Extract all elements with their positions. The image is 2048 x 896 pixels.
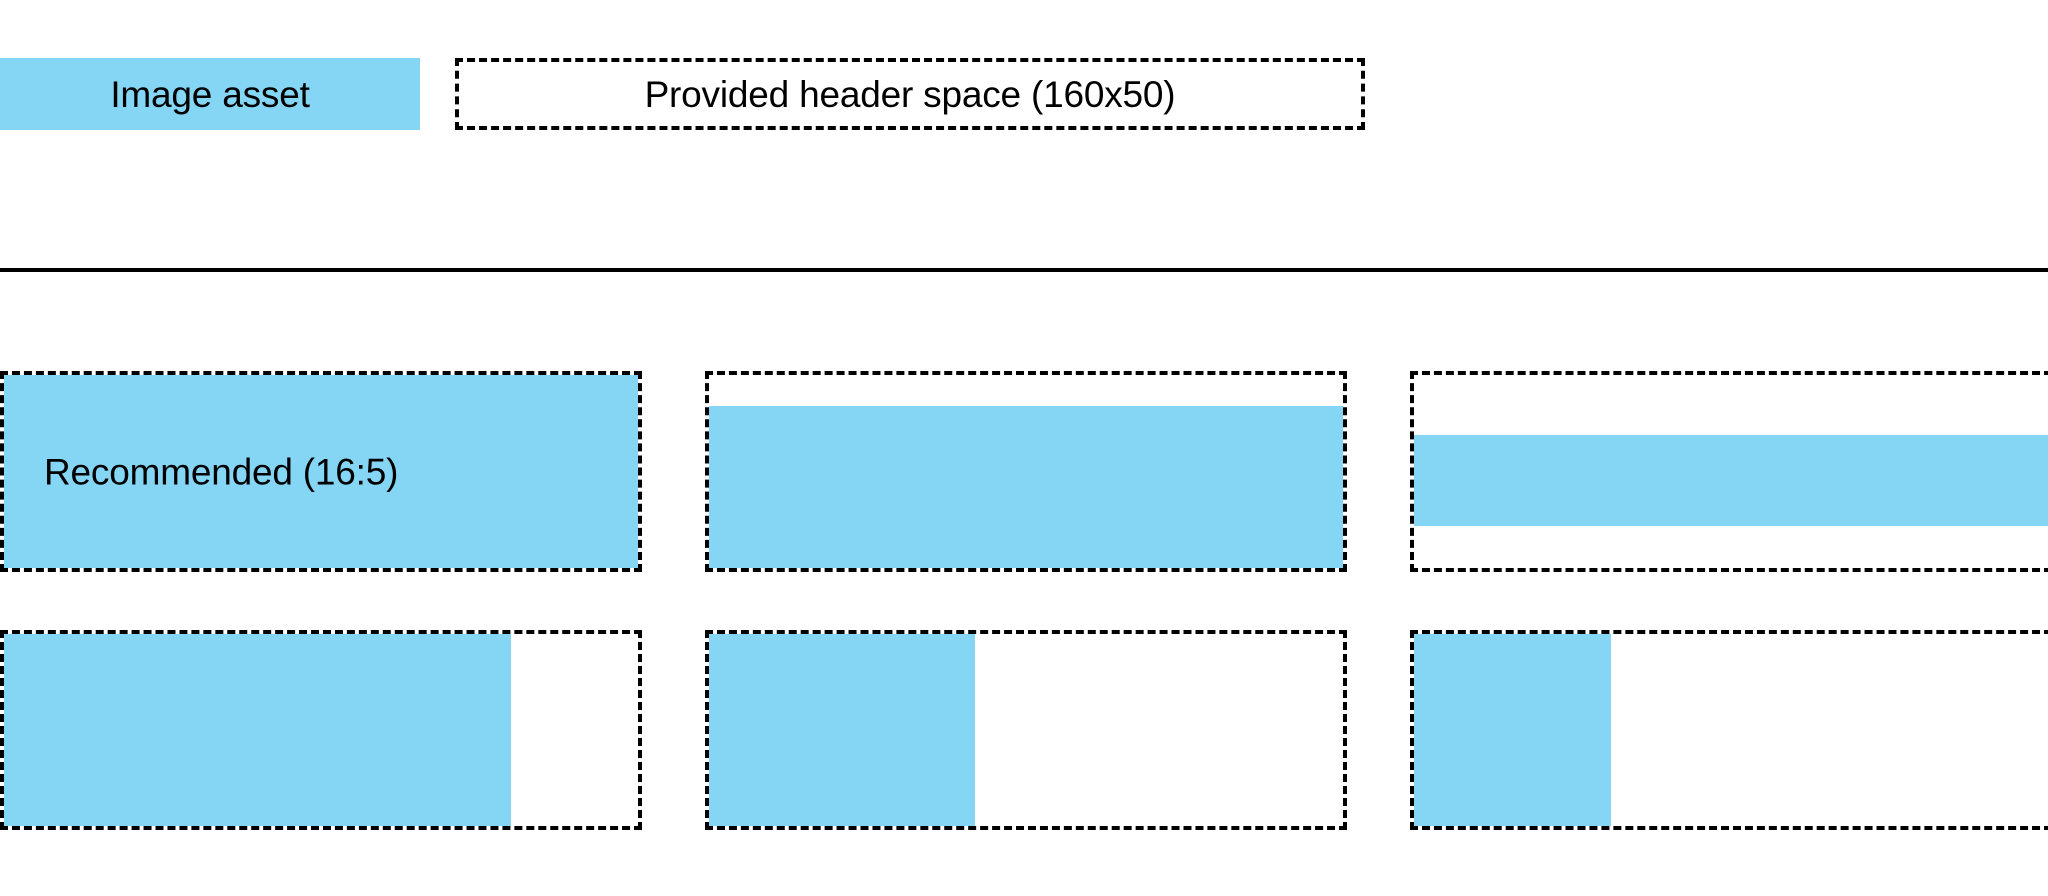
provided-header-space-label: Provided header space (160x50) — [644, 73, 1176, 115]
ratio-cell-medium-fill — [705, 630, 1347, 830]
recommended-ratio-label: Recommended (16:5) — [44, 451, 399, 492]
ratio-cell-slightly-short — [705, 371, 1347, 572]
ratio-cell-short-band — [1410, 371, 2048, 572]
asset-fill — [1414, 634, 1611, 826]
ratio-cell-wide-fill — [0, 630, 642, 830]
ratio-row-full-height: Recommended (16:5) — [0, 371, 2048, 572]
section-divider — [0, 268, 2048, 272]
asset-fill — [4, 375, 638, 568]
provided-header-space-box: Provided header space (160x50) — [455, 58, 1365, 130]
image-asset-label: Image asset — [110, 73, 310, 115]
asset-fill — [1414, 434, 2048, 526]
header-row: Image asset Provided header space (160x5… — [0, 58, 2048, 130]
ratio-cell-narrow-fill — [1410, 630, 2048, 830]
ratio-cell-recommended: Recommended (16:5) — [0, 371, 642, 572]
asset-fill — [709, 634, 976, 826]
image-asset-swatch: Image asset — [0, 58, 420, 130]
asset-fill — [4, 634, 512, 826]
ratio-row-narrow-width — [0, 630, 2048, 830]
asset-fill — [709, 405, 1343, 568]
